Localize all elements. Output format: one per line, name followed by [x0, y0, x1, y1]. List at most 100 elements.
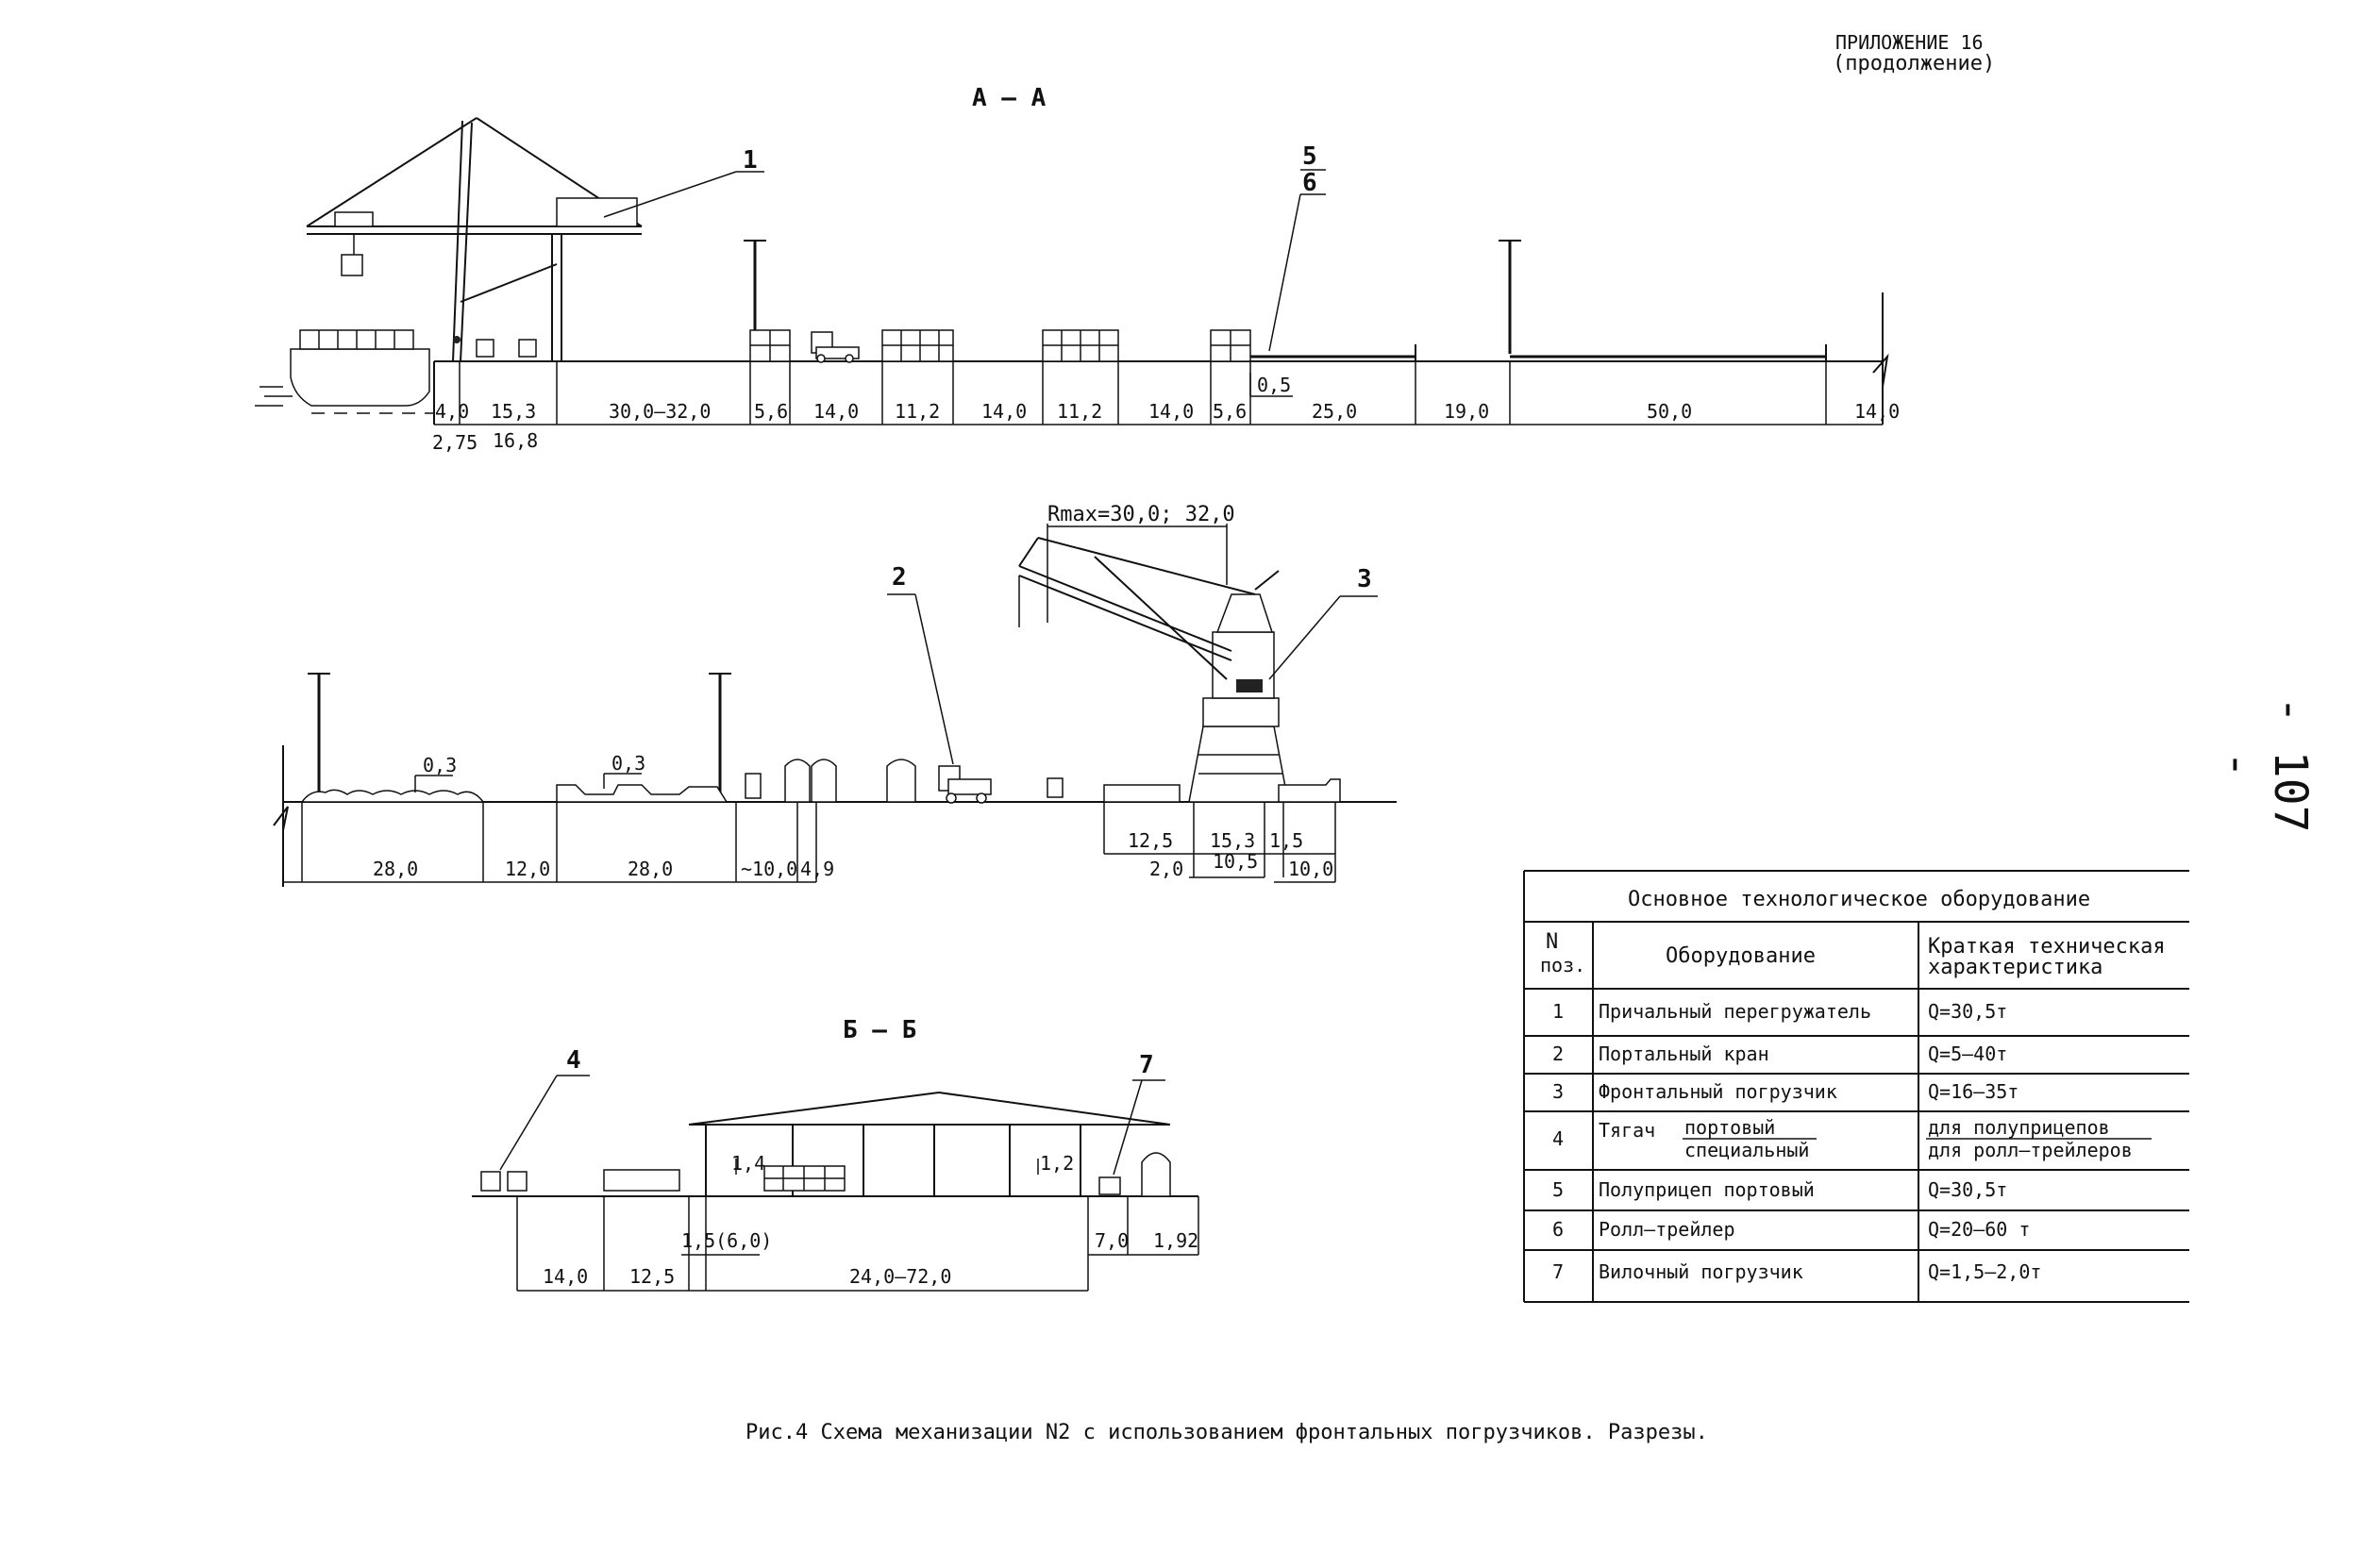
- dim-0-5: 0,5: [1257, 374, 1291, 396]
- mid-note-0-3a: 0,3: [423, 754, 457, 776]
- row-2-n: 2: [1552, 1043, 1564, 1065]
- callout-4: 4: [566, 1046, 581, 1075]
- aa-trailers: [1250, 344, 1827, 361]
- bb-dim-24-72: 24,0–72,0: [849, 1265, 951, 1288]
- row-6-n: 6: [1552, 1218, 1564, 1241]
- bb-dim-1-5: 1,5(6,0): [681, 1229, 772, 1252]
- dim-50-0: 50,0: [1647, 400, 1692, 423]
- aa-loader: [811, 331, 860, 363]
- aa-water: [255, 386, 434, 414]
- bb-height-1-4: 1,4: [731, 1152, 765, 1175]
- table-title: Основное технологическое оборудование: [1628, 888, 2090, 911]
- table-col-spec-line2: характеристика: [1928, 956, 2102, 979]
- mid-dim-10-0: 10,0: [1288, 858, 1333, 880]
- bb-dim-1-92: 1,92: [1153, 1229, 1198, 1252]
- section-aa: А — А: [255, 84, 1900, 454]
- callout-2: 3: [1357, 565, 1372, 593]
- aa-tractors: [476, 339, 537, 358]
- container-crane: [306, 117, 643, 362]
- bb-dim-14: 14,0: [543, 1265, 588, 1288]
- mid-dim-15-3: 15,3: [1210, 829, 1255, 852]
- mid-note-0-3b: 0,3: [611, 752, 645, 775]
- dim-25-0: 25,0: [1312, 400, 1357, 423]
- row-7-name: Вилочный погрузчик: [1599, 1260, 1803, 1283]
- row-3-name: Фронтальный погрузчик: [1599, 1080, 1837, 1103]
- callout-1: 1: [743, 146, 758, 175]
- table-col-n-line2: поз.: [1540, 954, 1585, 976]
- row-5-spec: Q=30,5т: [1928, 1178, 2007, 1201]
- bb-dim-12-5: 12,5: [629, 1265, 675, 1288]
- dim-5-6a: 5,6: [754, 400, 788, 423]
- mid-dim-right-ticks: [1103, 802, 1336, 883]
- section-aa-title: А — А: [972, 84, 1047, 112]
- row-1-spec: Q=30,5т: [1928, 1000, 2007, 1023]
- aa-container-stacks: [749, 329, 1251, 362]
- row-4-sub2: специальный: [1684, 1139, 1809, 1161]
- row-6-spec: Q=20–60 т: [1928, 1218, 2030, 1241]
- row-5-n: 5: [1552, 1178, 1564, 1201]
- bb-tractors: [480, 1171, 528, 1192]
- callout-6: 6: [1302, 169, 1317, 197]
- mid-bulk-items: [745, 759, 916, 803]
- mid-dim-2-0: 2,0: [1149, 858, 1183, 880]
- table-col-n-line1: N: [1546, 930, 1558, 954]
- row-2-name: Портальный кран: [1599, 1043, 1769, 1065]
- bb-height-1-2: 1,2: [1040, 1152, 1074, 1175]
- dim-4-0: 4,0: [435, 400, 469, 423]
- dim-14-0a: 14,0: [813, 400, 859, 423]
- mid-dim-1-5: 1,5: [1269, 829, 1303, 852]
- appendix-continuation: (продолжение): [1833, 52, 1995, 75]
- bb-dim-7-0: 7,0: [1095, 1229, 1129, 1252]
- section-bb-title: Б — Б: [843, 1016, 916, 1044]
- row-7-n: 7: [1552, 1260, 1564, 1283]
- row-4-name: Тягач: [1599, 1119, 1655, 1142]
- row-5-name: Полуприцеп портовый: [1599, 1178, 1815, 1201]
- dim-11-2b: 11,2: [1057, 400, 1102, 423]
- row-6-name: Ролл–трейлер: [1599, 1218, 1735, 1241]
- dim-5-6b: 5,6: [1213, 400, 1247, 423]
- row-3-n: 3: [1552, 1080, 1564, 1103]
- mid-dim-28b: 28,0: [628, 858, 673, 880]
- mid-dim-10: ~10,0: [741, 858, 797, 880]
- mid-dim-4-9: 4,9: [800, 858, 834, 880]
- warehouse: [688, 1092, 1171, 1197]
- section-bb: Б — Б 4 1,4 1,2: [472, 1016, 1199, 1292]
- dim-14-0c: 14,0: [1148, 400, 1194, 423]
- row-4-sub1: портовый: [1684, 1116, 1775, 1139]
- rmax-label: Rmax=30,0; 32,0: [1047, 503, 1235, 526]
- row-4-n: 4: [1552, 1127, 1564, 1150]
- callout-5: 5: [1302, 142, 1317, 171]
- callout-7: 7: [1139, 1051, 1154, 1079]
- dim-14-0d: 14,0: [1854, 400, 1900, 423]
- section-middle: 0,3 0,3 2: [273, 503, 1397, 887]
- row-2-spec: Q=5–40т: [1928, 1043, 2007, 1065]
- equipment-table: Основное технологическое оборудование N …: [1523, 870, 2189, 1303]
- table-col-equipment: Оборудование: [1666, 944, 1816, 968]
- aa-light-masts: [744, 240, 1521, 354]
- mid-dim-28a: 28,0: [373, 858, 418, 880]
- table-col-spec-line1: Краткая техническая: [1928, 935, 2166, 959]
- dim-15-3: 15,3: [491, 400, 536, 423]
- dim-19-0: 19,0: [1444, 400, 1489, 423]
- row-3-spec: Q=16–35т: [1928, 1080, 2019, 1103]
- row-4-spec2: для ролл–трейлеров: [1928, 1139, 2133, 1161]
- dim-11-2a: 11,2: [895, 400, 940, 423]
- bb-dim-ticks: [516, 1196, 1199, 1292]
- appendix-label: ПРИЛОЖЕНИЕ 16: [1835, 31, 1984, 54]
- mid-dim-12-5: 12,5: [1128, 829, 1173, 852]
- page-number: - 107 -: [2211, 695, 2317, 833]
- callout-3: 2: [892, 563, 907, 592]
- row-4-spec: для полуприцепов: [1928, 1116, 2110, 1139]
- row-1-n: 1: [1552, 1000, 1564, 1023]
- portal-crane: [1018, 537, 1289, 803]
- front-loader: [938, 765, 992, 804]
- mid-dim-ticks: [301, 802, 817, 882]
- figure-caption: Рис.4 Схема механизации N2 с использован…: [745, 1421, 1708, 1444]
- dim-2-75: 2,75: [432, 431, 477, 454]
- dim-14-0b: 14,0: [981, 400, 1027, 423]
- dim-30-32: 30,0–32,0: [609, 400, 711, 423]
- mid-dim-12: 12,0: [505, 858, 550, 880]
- aa-ship: [290, 329, 430, 407]
- mid-car-rows: [300, 784, 729, 803]
